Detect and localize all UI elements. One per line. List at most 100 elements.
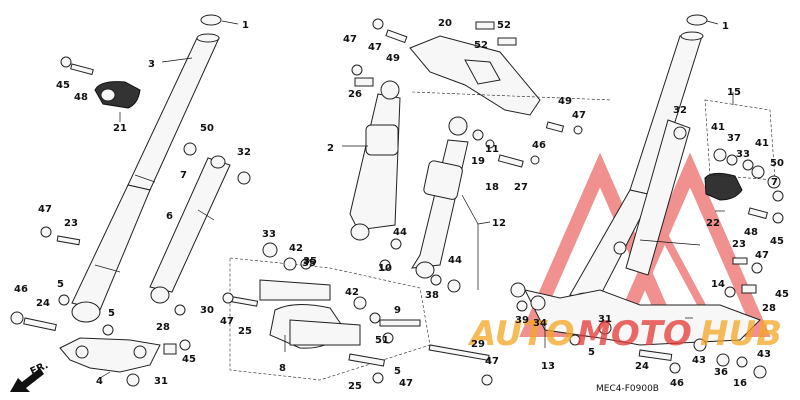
seal-35b: [353, 296, 367, 310]
callout-label: 26: [348, 89, 362, 100]
callout-label: 50: [200, 123, 214, 134]
washer-5: [58, 294, 70, 306]
bolt-24: [23, 317, 57, 332]
bushing-41: [713, 148, 727, 162]
fork-bracket-22: [704, 172, 743, 201]
lower-link-13: [524, 289, 761, 346]
nut-47b: [372, 18, 384, 30]
washer-47: [40, 226, 52, 238]
collar-44: [390, 238, 402, 250]
shock-absorber-left: [349, 93, 401, 231]
bolt-9: [379, 319, 421, 327]
callout-label: 51: [375, 335, 389, 346]
leader-lines: [99, 20, 734, 379]
callout-label: 45: [770, 236, 784, 247]
callout-label: 49: [386, 53, 400, 64]
oil-seal-ring-left: [200, 14, 222, 26]
callout-label: 9: [394, 305, 401, 316]
callout-label: 47: [399, 378, 413, 389]
shock-absorber-right: [411, 139, 469, 269]
callout-label: 33: [736, 149, 750, 160]
washer-33: [742, 159, 754, 171]
bolt-49: [385, 29, 408, 44]
washer-47d: [573, 125, 583, 135]
callout-label: 31: [598, 314, 612, 325]
callout-label: 29: [471, 339, 485, 350]
callout-label: 34: [533, 318, 547, 329]
callout-label: 44: [448, 255, 462, 266]
callout-label: 23: [732, 239, 746, 250]
fork-stay-left: [149, 157, 231, 293]
callout-label: 25: [348, 381, 362, 392]
callout-label: 46: [532, 140, 546, 151]
washer-39: [516, 300, 528, 312]
axle-29: [428, 344, 490, 361]
bolt-45: [179, 339, 191, 351]
callout-label: 45: [775, 289, 789, 300]
nut-45c: [724, 286, 736, 298]
callout-label: 47: [38, 204, 52, 215]
callout-label: 36: [714, 367, 728, 378]
callout-label: 30: [200, 305, 214, 316]
shaft-51: [259, 279, 331, 301]
collar-34: [530, 295, 546, 311]
callout-label: 44: [393, 227, 407, 238]
fork-stay-right: [625, 119, 691, 276]
callout-label: 52: [497, 20, 511, 31]
seal-35: [300, 258, 312, 270]
callout-label: 35: [302, 258, 316, 269]
callout-label: 23: [64, 218, 78, 229]
callout-label: 4: [96, 376, 103, 387]
callout-label: 41: [755, 138, 769, 149]
callout-label: 25: [238, 326, 252, 337]
svg-text:MOTO: MOTO: [577, 314, 692, 354]
bolt-23b: [732, 257, 748, 265]
nut-45: [60, 56, 72, 68]
nut-43b: [693, 338, 707, 352]
callout-label: 39: [515, 315, 529, 326]
callout-label: 32: [237, 147, 251, 158]
callout-label: 5: [108, 308, 115, 319]
callout-label: 41: [711, 122, 725, 133]
callout-label: 1: [722, 21, 729, 32]
callout-label: 28: [156, 322, 170, 333]
callout-label: 28: [762, 303, 776, 314]
callout-label: 13: [541, 361, 555, 372]
washer-46: [530, 155, 540, 165]
callout-label: 5: [57, 279, 64, 290]
nut-47: [351, 64, 363, 76]
bolt-26: [354, 77, 374, 87]
fork-bracket-21: [94, 81, 141, 109]
nut-43: [753, 365, 767, 379]
washer-46b: [669, 362, 681, 374]
nut-51: [382, 332, 394, 344]
nut-50b: [767, 175, 781, 189]
callout-label: 47: [343, 34, 357, 45]
collar-30: [262, 242, 278, 258]
callout-label: 18: [485, 182, 499, 193]
washer-5b: [102, 324, 114, 336]
bolt-28: [163, 343, 177, 355]
nut-50: [183, 142, 197, 156]
callout-label: 52: [474, 40, 488, 51]
direction-arrow: FR.: [10, 360, 50, 392]
nut-32b: [673, 126, 687, 140]
bearing-42b: [369, 312, 381, 324]
bolt-30: [174, 304, 186, 316]
callout-label: 38: [425, 290, 439, 301]
center-linkage: [222, 242, 431, 384]
callout-label: 24: [635, 361, 649, 372]
bolt-25b: [348, 353, 386, 367]
callout-label: 42: [345, 287, 359, 298]
watermark-text: AUTO MOTO HUB: [467, 314, 782, 354]
callout-label: 47: [755, 250, 769, 261]
callout-label: 7: [180, 170, 187, 181]
collar-44b: [447, 279, 461, 293]
washer-7b: [772, 190, 784, 202]
callout-label: 47: [220, 316, 234, 327]
washer-38: [430, 274, 442, 286]
washer-10: [379, 259, 391, 271]
callout-label: 43: [692, 355, 706, 366]
callout-label: 50: [770, 158, 784, 169]
collar-30b: [613, 241, 627, 255]
